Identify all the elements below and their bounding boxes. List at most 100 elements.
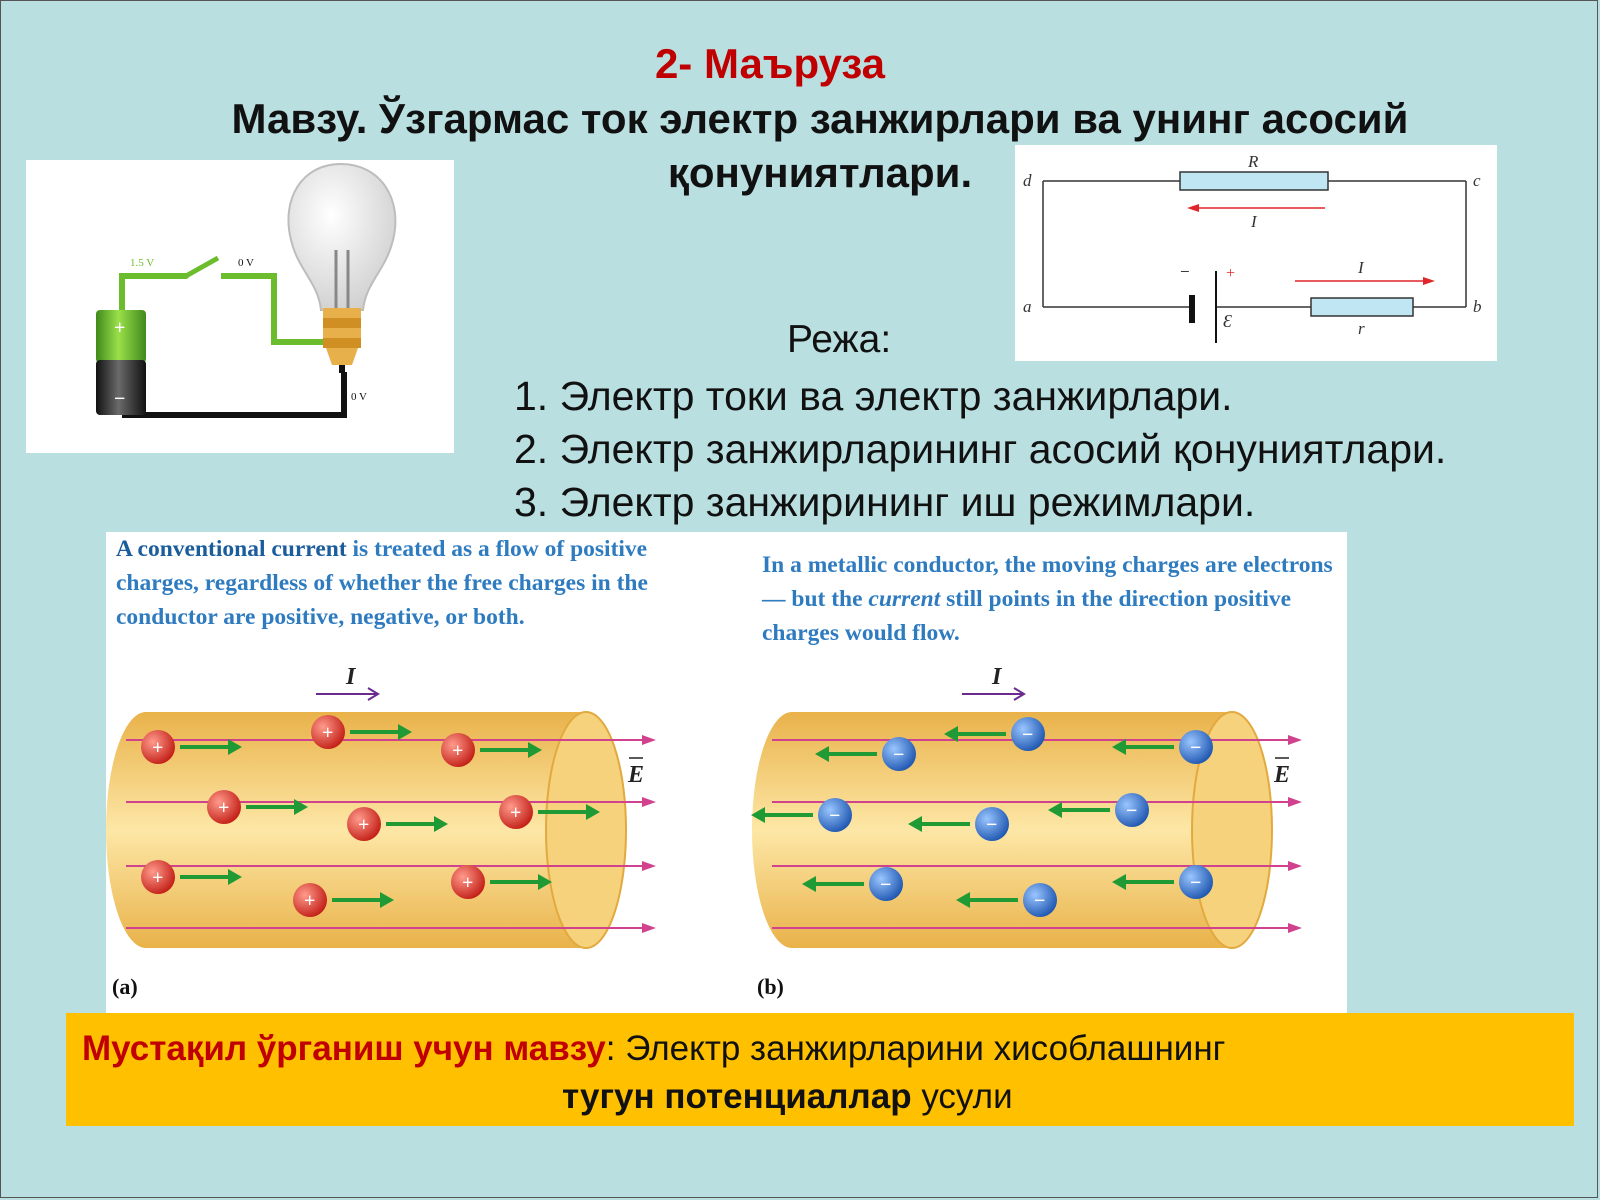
charge-sign: − <box>1190 872 1201 894</box>
drift-arrowhead <box>1048 802 1062 818</box>
voltage-label-battery: 1.5 V <box>130 257 154 269</box>
field-line-arrowhead <box>1288 923 1302 933</box>
self-study-line1: Мустақил ўрганиш учун мавзу: Электр занж… <box>82 1029 1225 1069</box>
node-label-a: a <box>1023 297 1032 316</box>
field-line-arrowhead <box>1288 861 1302 871</box>
self-study-banner: Мустақил ўрганиш учун мавзу: Электр занж… <box>66 1013 1574 1126</box>
current-arrowhead <box>367 687 380 701</box>
battery-plus-label: + <box>1226 265 1235 282</box>
drift-arrowhead <box>434 816 448 832</box>
bulb-base-tip <box>326 348 358 365</box>
self-study-bold-method: тугун потенциаллар <box>562 1077 912 1116</box>
field-line-arrowhead <box>642 735 656 745</box>
bulb-base-ring3 <box>323 328 361 338</box>
conductor-end <box>545 711 627 949</box>
panel-b-caption-post: still points in the direction positive c… <box>762 586 1292 646</box>
circuit-diagram-svg: d c a b R r I I Ɛ − + <box>1023 152 1482 343</box>
positive-charge <box>141 730 175 764</box>
panel-a: EI+++++++++ <box>106 664 656 949</box>
panel-b-caption-em: current <box>868 586 941 612</box>
charge-sign: + <box>304 890 315 912</box>
field-line-arrowhead <box>1288 735 1302 745</box>
drift-arrowhead <box>528 742 542 758</box>
resistor-r <box>1310 297 1414 317</box>
positive-charge <box>441 733 475 767</box>
field-line-arrowhead <box>1288 797 1302 807</box>
current-arrowhead-bottom <box>1423 277 1435 285</box>
electron <box>1011 717 1045 751</box>
charge-sign: + <box>152 867 163 889</box>
field-line-arrowhead <box>642 861 656 871</box>
charge-sign: + <box>152 737 163 759</box>
charge-sign: + <box>322 722 333 744</box>
charge-sign: + <box>452 740 463 762</box>
wire-ground <box>122 372 347 418</box>
charge-sign: − <box>893 744 904 766</box>
charge-sign: − <box>829 805 840 827</box>
self-study-line2: тугун потенциаллар усули <box>562 1077 1013 1117</box>
electron <box>1179 730 1213 764</box>
current-arrowhead-top <box>1187 204 1199 212</box>
circuit-diagram-image: d c a b R r I I Ɛ − + <box>1015 145 1497 361</box>
field-label: E <box>1273 762 1290 788</box>
drift-arrowhead <box>228 739 242 755</box>
electron <box>1023 883 1057 917</box>
bulb-base-ring1 <box>323 308 361 318</box>
drift-arrowhead <box>908 816 922 832</box>
panel-a-caption-bold: A conventional current <box>116 536 347 562</box>
resistor-label-r: r <box>1358 319 1365 338</box>
voltage-label-switch: 0 V <box>238 257 254 269</box>
current-label-top: I <box>1250 212 1258 231</box>
field-label: E <box>627 762 644 788</box>
electron <box>1179 865 1213 899</box>
drift-arrowhead <box>1112 874 1126 890</box>
wire-battery-switch <box>119 273 186 315</box>
battery-plus-sign: + <box>114 317 125 339</box>
charge-sign: − <box>1190 737 1201 759</box>
bulb-contact <box>339 365 345 373</box>
bulb-base-ring2 <box>323 318 361 328</box>
resistor-R <box>1179 171 1329 191</box>
positive-charge <box>499 795 533 829</box>
field-line-arrowhead <box>642 797 656 807</box>
plan-item-3: 3. Электр занжирининг иш режимлари. <box>514 479 1256 525</box>
drift-arrowhead <box>586 804 600 820</box>
bulb-circuit-image: + − 1.5 V 0 V 0 V <box>26 160 454 453</box>
charge-sign: − <box>1034 890 1045 912</box>
node-label-d: d <box>1023 171 1032 190</box>
positive-charge <box>141 860 175 894</box>
drift-arrowhead <box>944 726 958 742</box>
battery-negative-half <box>96 360 146 415</box>
drift-arrowhead <box>398 724 412 740</box>
current-label-bottom: I <box>1357 258 1365 277</box>
current-flow-svg: EI+++++++++ EI−−−−−−−−− (a) (b) <box>106 664 1302 999</box>
current-label: I <box>991 664 1003 690</box>
self-study-text1: Электр занжирларини хисоблашнинг <box>615 1029 1226 1068</box>
slide-title: Мавзу. Ўзгармас ток электр занжирлари ва… <box>231 95 1409 196</box>
battery-minus-sign: − <box>114 388 125 410</box>
bulb-glass <box>287 162 397 311</box>
drift-arrowhead <box>956 892 970 908</box>
electron <box>975 807 1009 841</box>
ground-node <box>341 412 347 418</box>
wire-switch-bulb <box>221 273 332 345</box>
panel-b-caption: In a metallic conductor, the moving char… <box>762 548 1352 650</box>
charge-sign: − <box>1126 800 1137 822</box>
drift-arrowhead <box>1112 739 1126 755</box>
panel-a-caption: A conventional current is treated as a f… <box>116 532 706 634</box>
field-line-arrowhead <box>642 923 656 933</box>
switch-lever <box>184 255 220 279</box>
node-label-c: c <box>1473 171 1481 190</box>
plan-heading: Режа: <box>787 318 892 361</box>
emf-label: Ɛ <box>1223 311 1232 331</box>
panel-a-label: (a) <box>112 974 138 999</box>
charge-sign: + <box>510 802 521 824</box>
panel-b: EI−−−−−−−−− <box>751 664 1302 949</box>
drift-arrowhead <box>751 807 765 823</box>
positive-charge <box>451 865 485 899</box>
electron <box>818 798 852 832</box>
current-flow-figure: A conventional current is treated as a f… <box>106 532 1347 1013</box>
self-study-separator: : <box>605 1029 616 1068</box>
charge-sign: + <box>358 814 369 836</box>
self-study-label: Мустақил ўрганиш учун мавзу <box>82 1029 606 1068</box>
